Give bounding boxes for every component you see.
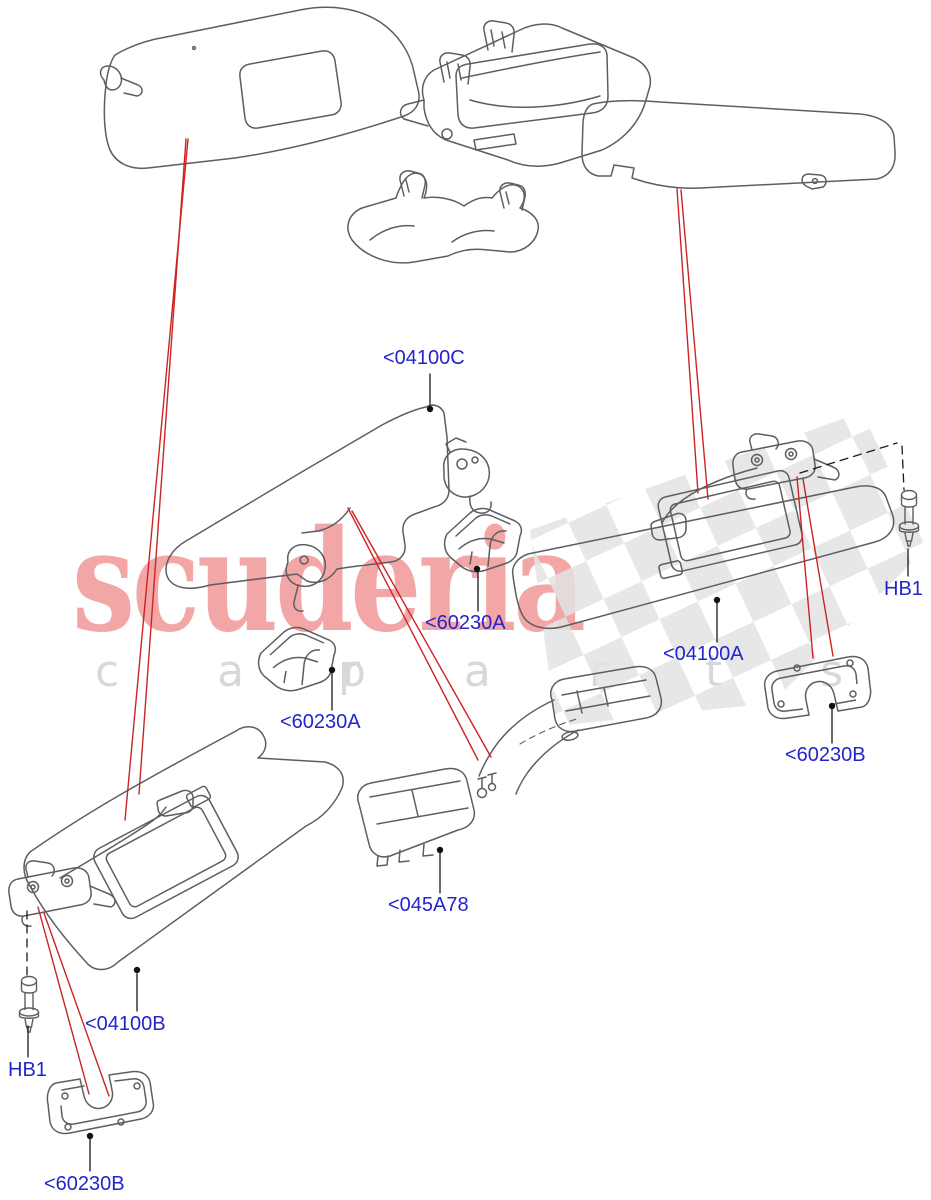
visor-clip-retainer-60230A-lower <box>257 626 337 692</box>
cover-plate-60230B-left <box>46 1070 155 1135</box>
leader-dots <box>86 405 836 1140</box>
roof-mounting-bracket <box>347 170 540 264</box>
console-clip-b <box>439 52 471 85</box>
part-label-04100C[interactable]: <04100C <box>383 347 465 369</box>
part-label-04100B[interactable]: <04100B <box>85 1013 166 1035</box>
vanity-mirror-outline <box>239 50 342 129</box>
part-label-04100A[interactable]: <04100A <box>663 643 744 665</box>
part-label-60230A-lower[interactable]: <60230A <box>280 711 361 733</box>
part-label-60230B-right[interactable]: <60230B <box>785 744 866 766</box>
visor-clip-retainer-60230A-upper <box>443 507 523 573</box>
wire-connector <box>650 512 687 541</box>
part-label-045A78[interactable]: <045A78 <box>388 894 469 916</box>
screw-HB1-left <box>18 975 40 1033</box>
console-lamp-lens <box>473 133 517 151</box>
sun-visor-frame-04100C <box>165 404 492 612</box>
vanity-mirror <box>93 785 239 920</box>
part-label-HB1-right[interactable]: HB1 <box>884 578 923 600</box>
visor-clip-a <box>399 170 426 199</box>
overhead-console <box>399 20 652 167</box>
bracket-screw-detail <box>476 772 497 799</box>
visor-pivot-hook <box>99 65 123 91</box>
sun-visor-04100A <box>511 433 895 629</box>
part-label-60230A-upper[interactable]: <60230A <box>425 612 506 634</box>
part-label-HB1-left[interactable]: HB1 <box>8 1059 47 1081</box>
leader-lines <box>26 373 909 1172</box>
console-inner-panel <box>455 43 609 129</box>
vanity-mirror <box>657 469 804 580</box>
visor-clip-b <box>499 182 526 211</box>
part-label-60230B-left[interactable]: <60230B <box>44 1173 125 1195</box>
visor-pivot-detail <box>801 173 827 190</box>
top-right-sun-visor-stowed <box>581 99 896 190</box>
visor-elbow-clip <box>442 437 492 514</box>
screw-HB1-right <box>898 489 920 547</box>
vanity-lamp-wire <box>59 806 167 879</box>
console-clip-a <box>483 20 515 53</box>
wire-connector <box>156 789 194 817</box>
red-locator-lines <box>37 138 834 1097</box>
console-button <box>441 128 453 140</box>
visor-pivot-bracket <box>732 433 840 500</box>
visor-mid-clip <box>285 543 327 612</box>
checkered-flag-watermark <box>530 412 926 726</box>
headliner-bracket-045A78 <box>357 665 663 867</box>
top-left-sun-visor-stowed <box>99 6 420 170</box>
sun-visor-04100B <box>8 726 344 971</box>
